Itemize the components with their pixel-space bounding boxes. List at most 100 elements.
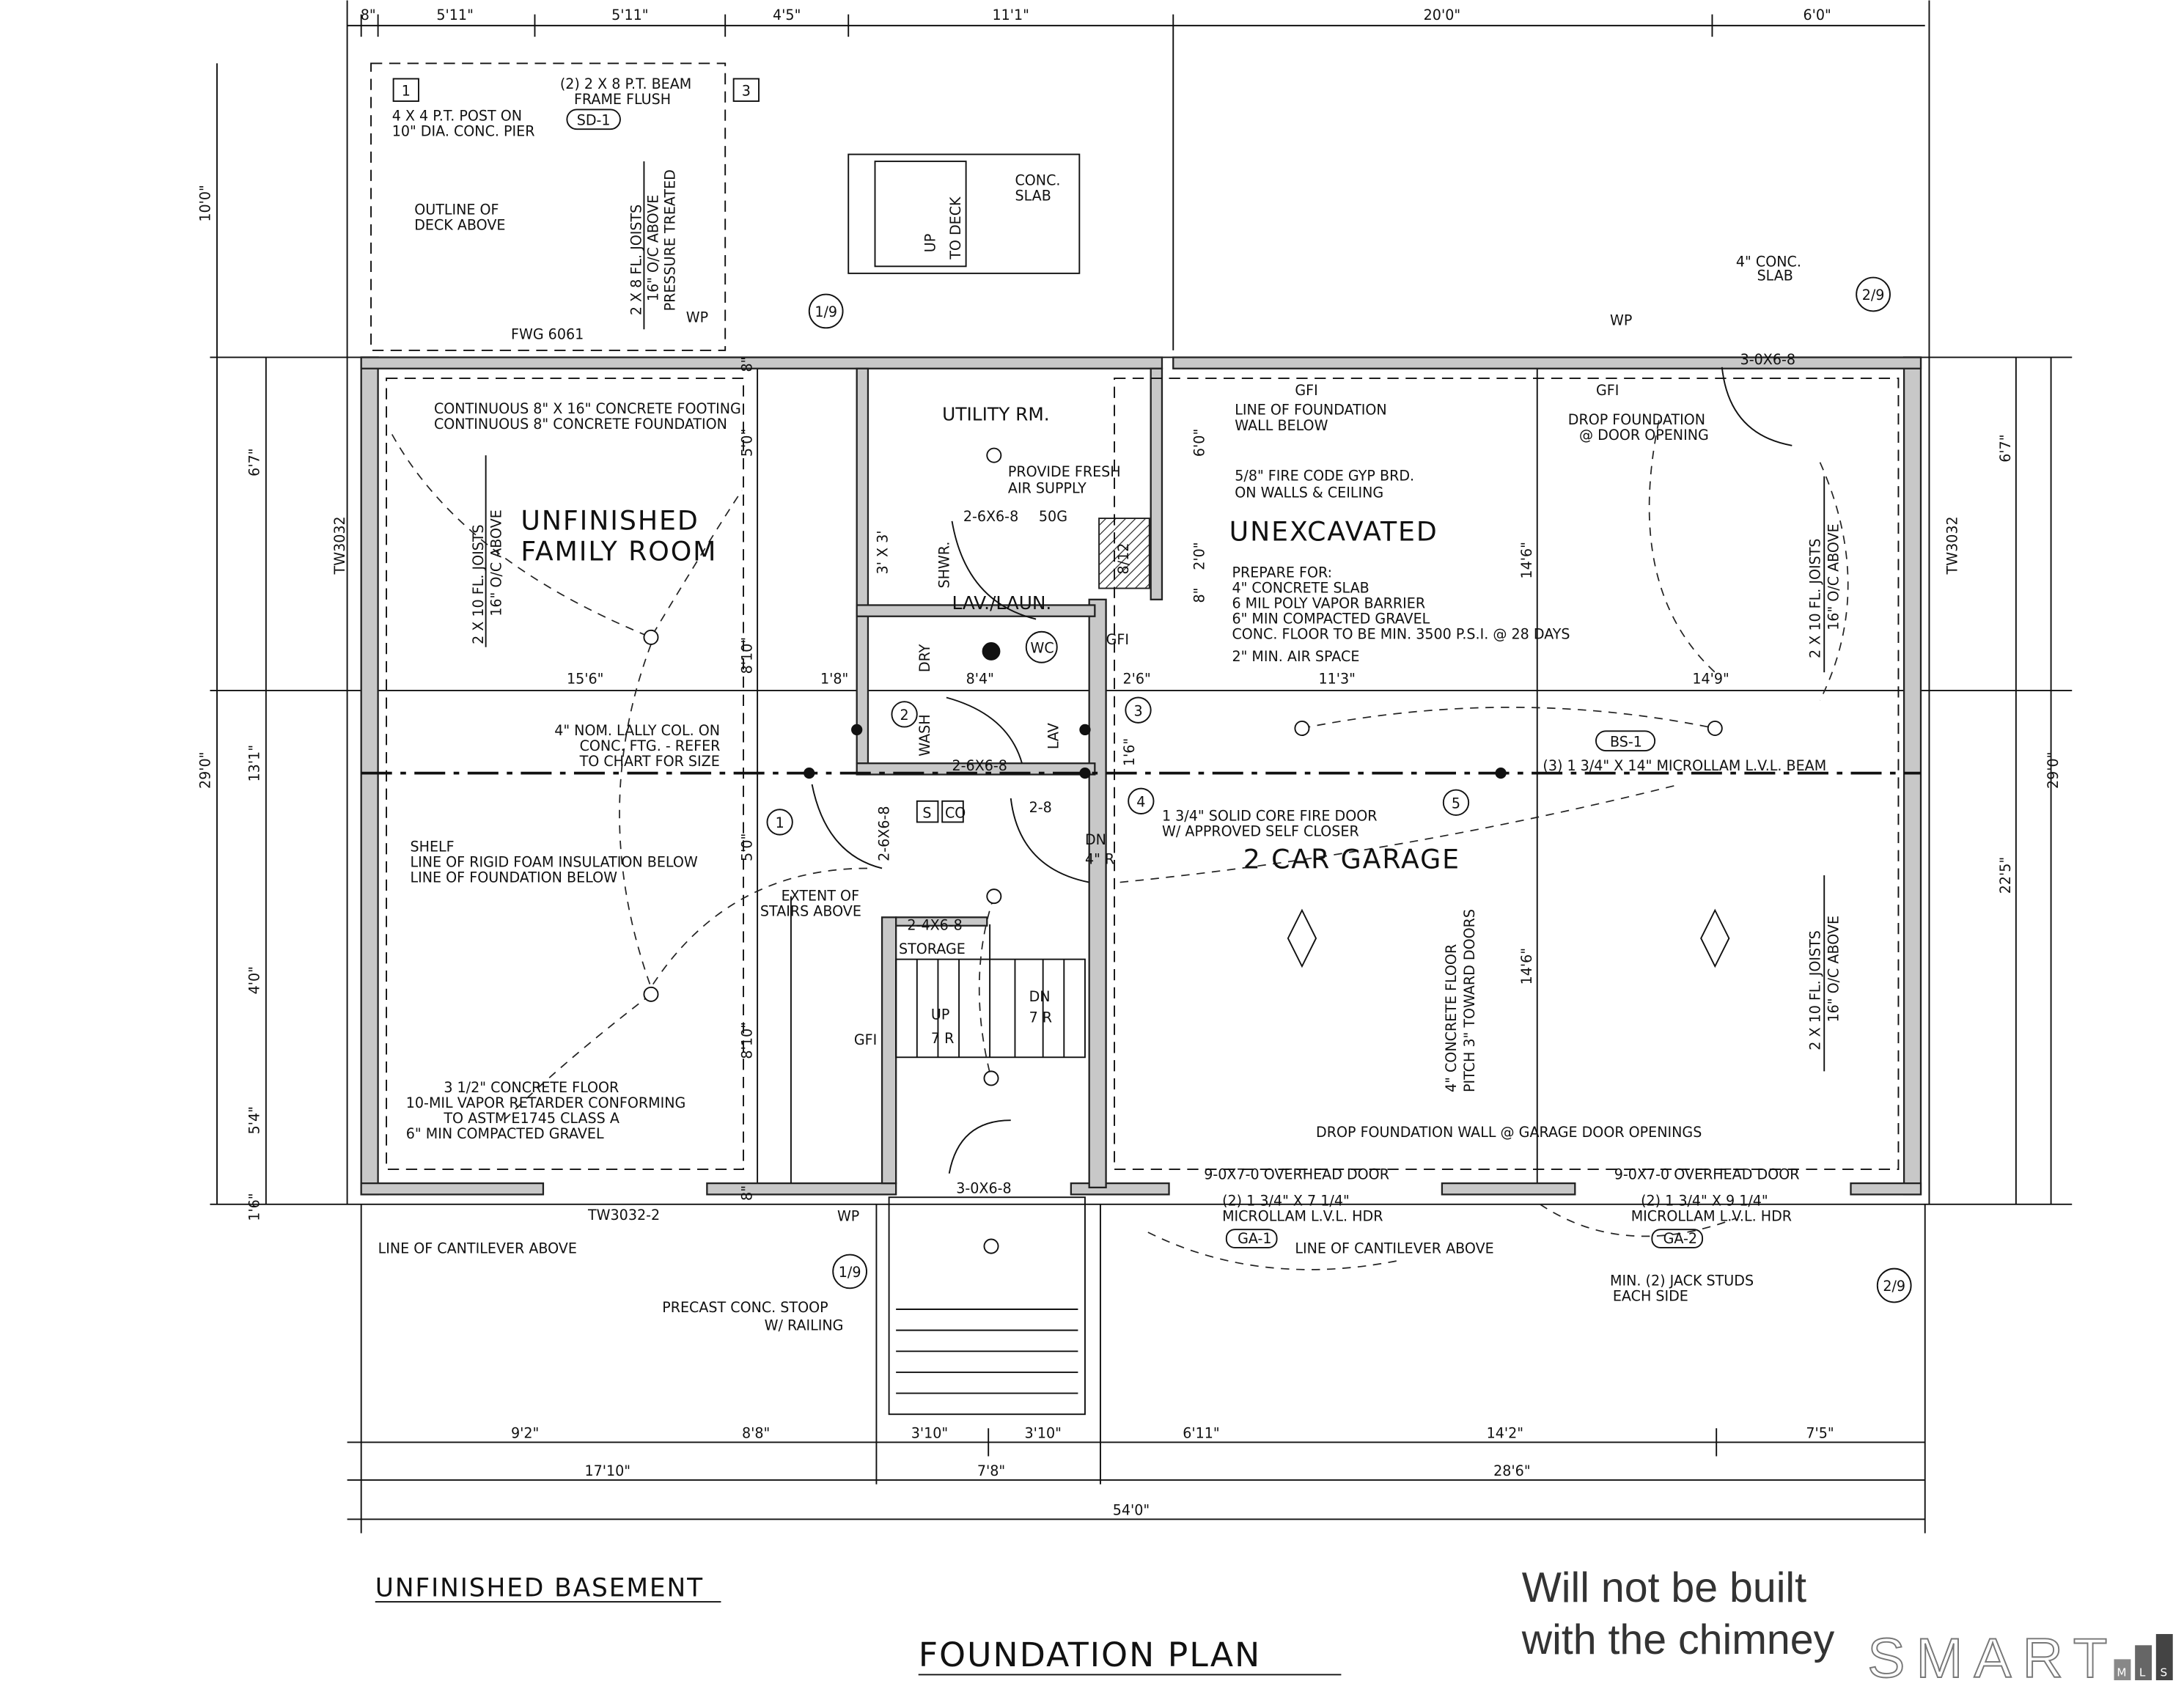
dimension-labels: 8"5'11"5'11"4'5"11'1"20'0"6'0" 9'2"8'8"3… — [196, 7, 2062, 1518]
label-notes-fixtures-0: SHWR. — [936, 542, 953, 589]
label-notes-conc_slab4-1: SLAB — [1757, 267, 1793, 284]
label-notes-sections-3: 2/9 — [1883, 1278, 1905, 1295]
label-notes-doors-4: 3-0X6-8 — [956, 1180, 1011, 1196]
label-notes-lally-1: CONC. FTG. - REFER — [580, 737, 721, 754]
label-dims-interior-14: 14'6" — [1518, 948, 1535, 985]
label-dims-top-2: 5'11" — [611, 7, 648, 23]
label-notes-wp: WP — [686, 309, 708, 326]
label-dims-bottom1-1: 8'8" — [742, 1425, 770, 1442]
label-logo-text: SMART — [1867, 1627, 2118, 1689]
label-notes-deck_joists-0: 2 X 8 FL. JOISTS — [628, 205, 645, 315]
joist-arrows — [485, 161, 1825, 1184]
label-notes-garage_joists-0: 2 X 10 FL. JOISTS — [1807, 930, 1824, 1050]
label-notes-doors-6: 2-8 — [1029, 799, 1052, 816]
label-dims-interior-3: 8'4" — [966, 670, 994, 687]
label-notes-lally-0: 4" NOM. LALLY COL. ON — [554, 722, 720, 739]
label-notes-prepare-0: PREPARE FOR: — [1232, 564, 1332, 581]
label-notes-post-1: 10" DIA. CONC. PIER — [392, 123, 535, 140]
label-logo-badges-1: L — [2139, 1666, 2146, 1679]
label-dims-interior-5: 11'3" — [1318, 670, 1355, 687]
label-dims-top-5: 20'0" — [1424, 7, 1460, 23]
label-notes-footing-1: CONTINUOUS 8" CONCRETE FOUNDATION — [434, 416, 727, 433]
label-notes-fire_door-0: 1 3/4" SOLID CORE FIRE DOOR — [1162, 808, 1378, 825]
label-dims-interior-11: 2'0" — [1191, 542, 1207, 570]
label-notes-jack-0: MIN. (2) JACK STUDS — [1610, 1273, 1754, 1289]
deck-outline — [370, 62, 727, 351]
label-notes-cantilever-1: LINE OF CANTILEVER ABOVE — [1295, 1240, 1493, 1257]
label-notes-fam_joists-1: 16" O/C ABOVE — [488, 509, 505, 617]
dimension-lines — [210, 0, 2073, 1534]
label-dims-left_inner-0: 6'7" — [246, 449, 262, 476]
label-notes-deck_tags-0: 1 — [402, 82, 411, 99]
label-dims-interior-6: 14'9" — [1692, 670, 1729, 687]
label-notes-hdr2-0: (2) 1 3/4" X 9 1/4" — [1641, 1193, 1768, 1210]
room-utility: UTILITY RM. — [942, 403, 1050, 424]
label-notes-conc_floor-3: 6" MIN COMPACTED GRAVEL — [406, 1125, 604, 1142]
chimney-note-line2: with the chimney — [1521, 1616, 1835, 1663]
label-dims-interior-7: 5'0" — [738, 429, 755, 457]
label-dims-interior-4: 2'6" — [1122, 670, 1150, 687]
label-notes-fixtures-9: 50G — [1039, 508, 1067, 525]
label-notes-fresh_air-1: AIR SUPPLY — [1008, 480, 1087, 497]
label-notes-ga2: GA-2 — [1663, 1230, 1697, 1247]
label-dims-top-1: 5'11" — [436, 7, 473, 23]
label-dims-left_inner-3: 5'4" — [246, 1106, 262, 1134]
label-notes-sections-2: 1/9 — [839, 1264, 861, 1281]
label-notes-cantilever-0: LINE OF CANTILEVER ABOVE — [378, 1240, 577, 1257]
label-notes-conc_floor-1: 10-MIL VAPOR RETARDER CONFORMING — [406, 1094, 686, 1111]
label-notes-fixtures-1: 3' X 3' — [875, 530, 891, 574]
label-notes-fire_door-1: W/ APPROVED SELF CLOSER — [1162, 823, 1359, 840]
label-notes-windows-2: TW3032-2 — [587, 1207, 660, 1223]
label-notes-hdr1-0: (2) 1 3/4" X 7 1/4" — [1222, 1193, 1350, 1210]
label-dims-interior-1: 8'10" — [738, 637, 755, 674]
label-dims-top-0: 8" — [361, 7, 376, 23]
label-notes-overhead-1: 9-0X7-0 OVERHEAD DOOR — [1614, 1166, 1800, 1182]
label-notes-prepare-2: 6 MIL POLY VAPOR BARRIER — [1232, 595, 1425, 611]
label-dims-left_inner-2: 4'0" — [246, 966, 262, 994]
label-notes-stair-0: UP — [931, 1007, 949, 1023]
interior-stairs — [895, 924, 1086, 1059]
label-notes-stair-5: 4" R — [1085, 851, 1114, 868]
label-dims-interior-15: 1'6" — [1121, 738, 1138, 766]
label-notes-stairs_above-0: EXTENT OF — [782, 887, 859, 904]
label-notes-wp: WP — [837, 1208, 859, 1225]
label-dims-bottom1-2: 3'10" — [911, 1425, 948, 1442]
label-notes-garage_joists-1: 16" O/C ABOVE — [1825, 523, 1842, 630]
label-notes-doors-5: 3-0X6-8 — [1740, 351, 1795, 368]
label-logo-badges-2: S — [2161, 1666, 2168, 1679]
label-notes-deck_joists-1: 16" O/C ABOVE — [645, 195, 662, 302]
label-notes-tags-0: 1 — [776, 814, 784, 831]
room-family-line1: UNFINISHED — [521, 504, 699, 536]
label-notes-fixtures-2: DRY — [916, 644, 933, 672]
label-notes-sd1: SD-1 — [577, 111, 611, 128]
light-fixtures — [643, 447, 1723, 1254]
label-dims-left_inner-1: 13'1" — [246, 745, 262, 781]
label-notes-fwg: FWG 6061 — [511, 326, 584, 343]
label-dims-interior-16: 8" — [738, 357, 755, 372]
label-dims-top-6: 6'0" — [1804, 7, 1831, 23]
label-dims-bottom1-0: 9'2" — [511, 1425, 539, 1442]
electrical-wiring — [391, 420, 1849, 1270]
label-notes-doors-1: 2-6X6-8 — [952, 757, 1007, 774]
label-notes-bs1: BS-1 — [1610, 733, 1642, 750]
label-notes-deck_joists-2: PRESSURE TREATED — [661, 169, 678, 311]
label-dims-left_outer-0: 10'0" — [196, 185, 213, 221]
label-notes-lvl_beam: (3) 1 3/4" X 14" MICROLLAM L.V.L. BEAM — [1543, 757, 1826, 774]
label-notes-fixtures-7: CO — [945, 805, 966, 822]
label-notes-garage_joists-1: 16" O/C ABOVE — [1825, 916, 1842, 1023]
label-dims-right_outer: 29'0" — [2045, 752, 2062, 789]
label-notes-tags-4: 5 — [1452, 795, 1460, 812]
label-notes-gfi: GFI — [854, 1031, 877, 1048]
label-dims-interior-10: 6'0" — [1191, 429, 1207, 457]
label-notes-drop_found-1: @ DOOR OPENING — [1579, 427, 1709, 444]
room-storage: STORAGE — [899, 941, 966, 957]
label-notes-fixtures-6: S — [922, 805, 931, 822]
label-notes-ga1: GA-1 — [1238, 1230, 1271, 1247]
chimney-note-line1: Will not be built — [1522, 1564, 1806, 1611]
label-notes-tags-1: 2 — [900, 707, 909, 724]
label-notes-stairs_above-1: STAIRS ABOVE — [760, 902, 861, 919]
label-notes-conc_slab4-0: 4" CONC. — [1736, 253, 1801, 270]
label-dims-bottom1-3: 3'10" — [1024, 1425, 1061, 1442]
